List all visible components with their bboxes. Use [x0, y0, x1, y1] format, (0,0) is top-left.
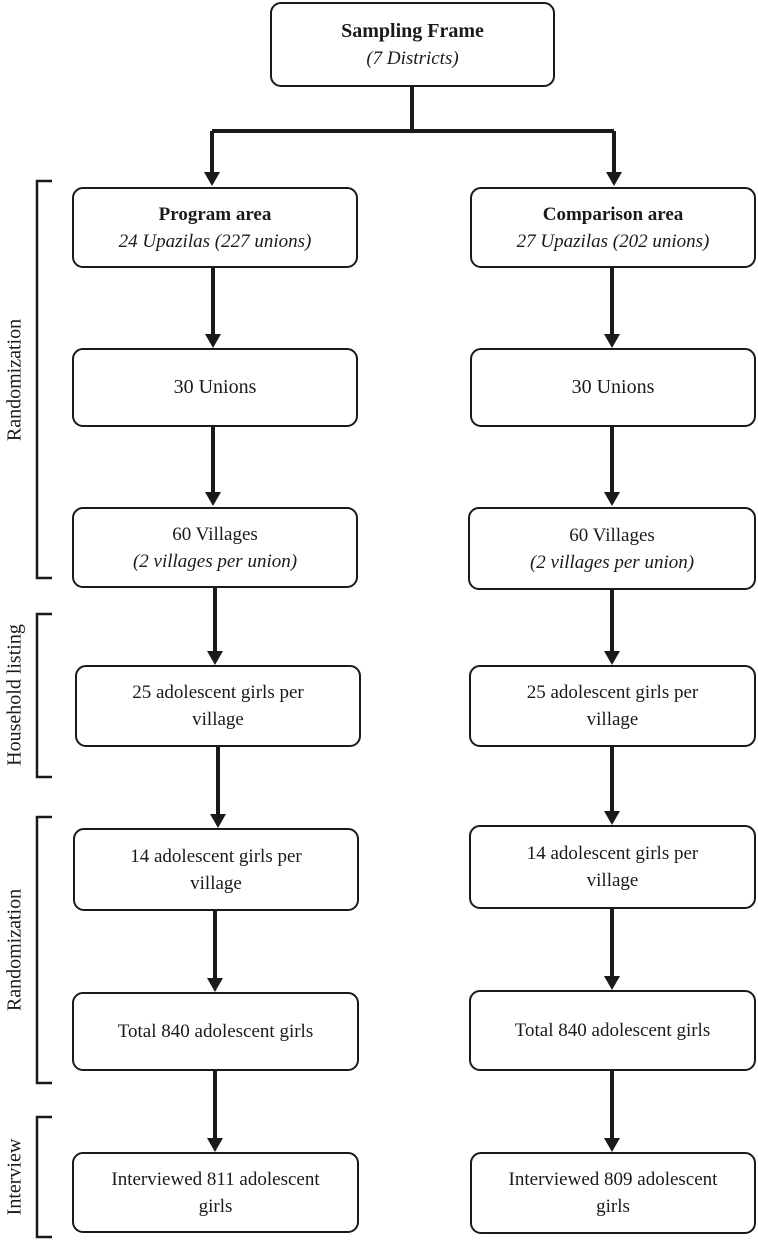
program-villages-box: 60 Villages (2 villages per union): [72, 507, 358, 588]
comparison-listing-line1: 25 adolescent girls per: [526, 682, 699, 703]
program-total-text: Total 840 adolescent girls: [117, 1021, 314, 1042]
bracket-randomization-1: [35, 179, 52, 580]
arrowheads: [204, 172, 622, 1152]
comparison-selected-line2: village: [586, 870, 639, 891]
program-interviewed-line2: girls: [198, 1195, 233, 1217]
bracket-household-listing: [35, 612, 52, 779]
comparison-unions-text: 30 Unions: [571, 376, 655, 398]
program-selected-line1: 14 adolescent girls per: [130, 845, 302, 867]
program-unions-text: 30 Unions: [173, 376, 257, 398]
comparison-villages-text: 60 Villages: [569, 524, 655, 546]
program-interviewed-line1: Interviewed 811 adolescent: [111, 1168, 320, 1190]
bracket-interview: [35, 1115, 52, 1239]
comparison-villages-subtitle: (2 villages per union): [529, 551, 695, 573]
program-area-title: Program area: [158, 203, 272, 225]
sampling-frame-box: Sampling Frame (7 Districts): [270, 2, 555, 87]
comparison-selected-box: 14 adolescent girls per village: [469, 825, 756, 909]
program-selected-box: 14 adolescent girls per village: [73, 828, 359, 911]
phase-label-household-listing: Household listing: [3, 624, 26, 766]
program-villages-text: 60 Villages: [172, 523, 258, 545]
program-unions-box: 30 Unions: [72, 348, 358, 427]
comparison-villages-box: 60 Villages (2 villages per union): [468, 507, 756, 590]
comparison-interviewed-line2: girls: [596, 1196, 630, 1217]
comparison-area-subtitle: 27 Upazilas (202 unions): [516, 230, 710, 252]
comparison-total-box: Total 840 adolescent girls: [469, 990, 756, 1071]
program-listing-line2: village: [192, 709, 244, 730]
phase-label-interview: Interview: [3, 1138, 26, 1216]
comparison-listing-line2: village: [586, 709, 639, 730]
comparison-interviewed-box: Interviewed 809 adolescent girls: [470, 1152, 756, 1234]
bracket-randomization-2: [35, 815, 52, 1085]
comparison-unions-box: 30 Unions: [470, 348, 756, 427]
comparison-interviewed-line1: Interviewed 809 adolescent: [508, 1169, 718, 1190]
program-listing-line1: 25 adolescent girls per: [132, 682, 304, 703]
split-connector: [212, 87, 614, 133]
arrows-right: [610, 131, 616, 1144]
comparison-total-text: Total 840 adolescent girls: [514, 1020, 711, 1041]
comparison-selected-line1: 14 adolescent girls per: [526, 843, 699, 864]
program-total-box: Total 840 adolescent girls: [72, 992, 359, 1071]
comparison-area-title: Comparison area: [542, 203, 684, 225]
sampling-frame-title: Sampling Frame: [341, 19, 484, 42]
arrows-left: [210, 131, 220, 1144]
program-area-box: Program area 24 Upazilas (227 unions): [72, 187, 358, 268]
program-villages-subtitle: (2 villages per union): [132, 550, 298, 572]
program-area-subtitle: 24 Upazilas (227 unions): [118, 230, 312, 252]
program-listing-box: 25 adolescent girls per village: [75, 665, 361, 747]
program-selected-line2: village: [190, 872, 242, 894]
comparison-listing-box: 25 adolescent girls per village: [469, 665, 756, 747]
program-interviewed-box: Interviewed 811 adolescent girls: [72, 1152, 359, 1233]
phase-brackets: [35, 179, 52, 1239]
phase-label-randomization-1: Randomization: [3, 318, 26, 442]
comparison-area-box: Comparison area 27 Upazilas (202 unions): [470, 187, 756, 268]
sampling-frame-subtitle: (7 Districts): [366, 47, 459, 69]
phase-label-randomization-2: Randomization: [3, 888, 26, 1012]
